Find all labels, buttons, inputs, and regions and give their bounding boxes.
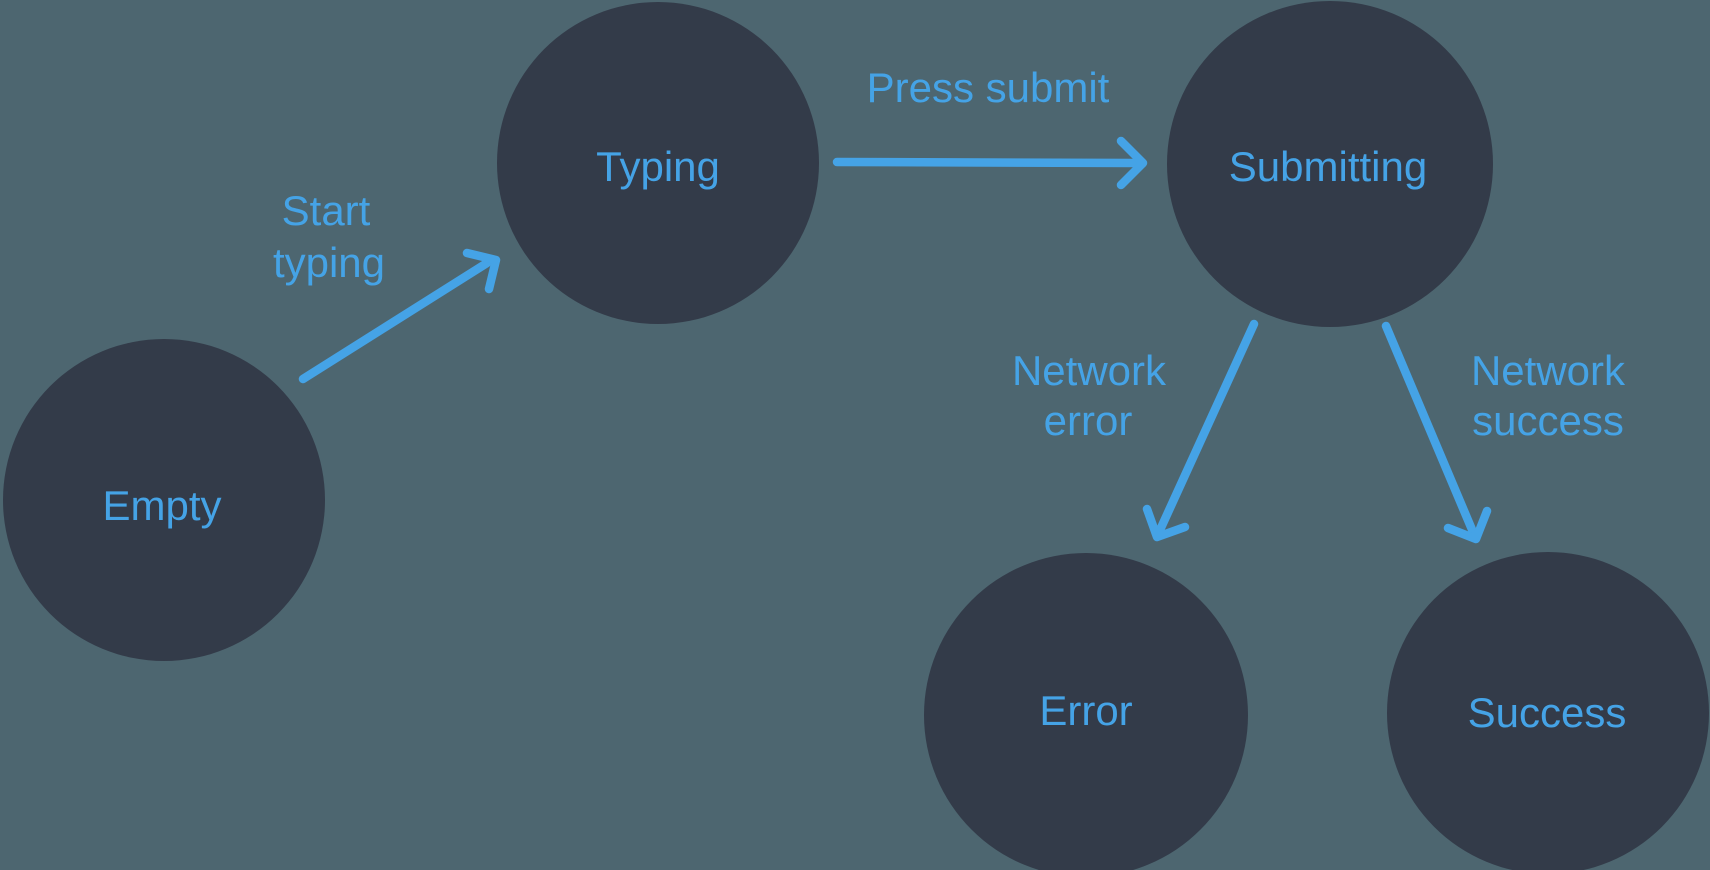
state-node-error	[924, 553, 1248, 870]
state-label-submitting: Submitting	[1229, 143, 1427, 190]
state-label-error: Error	[1039, 687, 1132, 734]
state-label-empty: Empty	[102, 482, 221, 529]
state-label-typing: Typing	[596, 143, 720, 190]
transition-label-start-typing-line1: Start	[282, 187, 371, 234]
transition-arrow-network-success	[1381, 321, 1492, 544]
transition-label-press-submit: Press submit	[867, 64, 1110, 111]
state-label-success: Success	[1468, 689, 1627, 736]
arrowhead-icon	[462, 248, 501, 294]
transition-label-network-error-line1: Network	[1012, 347, 1167, 394]
transition-label-start-typing-line2: typing	[273, 239, 385, 286]
transition-arrow-start-typing	[298, 248, 501, 384]
state-node-submitting	[1167, 1, 1493, 327]
state-node-typing	[497, 2, 819, 324]
arrow-shaft	[298, 258, 492, 384]
arrowhead-icon	[1116, 136, 1148, 190]
arrowhead-icon	[1142, 504, 1190, 542]
state-node-empty	[3, 339, 325, 661]
arrow-shaft	[1381, 321, 1478, 537]
arrowhead-icon	[1443, 506, 1492, 544]
transition-label-network-success-line2: success	[1472, 397, 1624, 444]
transition-arrow-network-error	[1142, 319, 1259, 542]
arrow-shaft	[1155, 319, 1259, 535]
transition-label-network-success-line1: Network	[1471, 347, 1626, 394]
transition-arrow-press-submit	[832, 136, 1148, 190]
arrow-shaft	[832, 157, 1141, 168]
state-node-success	[1387, 552, 1709, 870]
transition-label-network-error-line2: error	[1044, 397, 1133, 444]
